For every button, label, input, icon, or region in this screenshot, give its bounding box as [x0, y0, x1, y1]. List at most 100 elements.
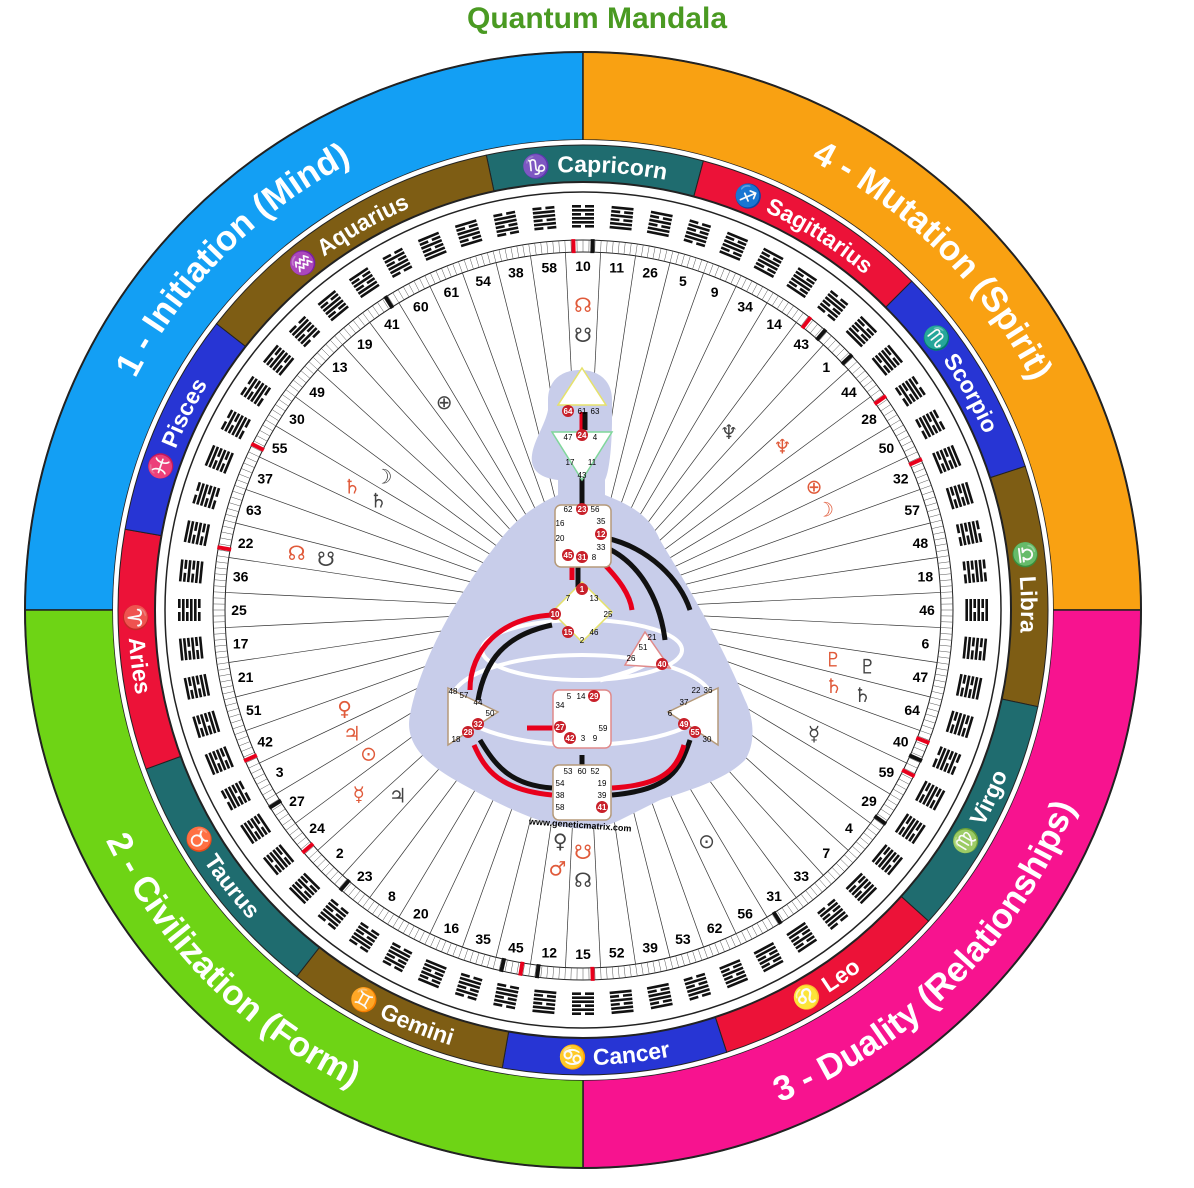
tick-mark: [917, 479, 930, 485]
tick-mark: [441, 940, 447, 952]
center-gate: 56: [591, 505, 600, 514]
tick-mark: [844, 854, 854, 864]
hexagram-line: [497, 982, 507, 988]
tick-mark: [321, 348, 331, 358]
hexagram-line: [366, 277, 376, 285]
tick-mark: [939, 644, 952, 647]
hexagram-line: [325, 904, 334, 913]
hexagram-line: [468, 223, 478, 229]
hexagram-line: [953, 712, 963, 735]
hexagram-line: [533, 221, 557, 227]
hexagram-line: [288, 325, 298, 334]
tick-mark: [938, 567, 951, 570]
tick-mark: [823, 875, 832, 885]
tick-mark: [866, 384, 877, 393]
hexagram-line: [300, 327, 318, 345]
hexagram-icon: [572, 992, 594, 1015]
hexagram-line: [505, 1005, 516, 1010]
tick-mark: [686, 952, 691, 965]
hexagram-line: [223, 746, 234, 768]
tick-mark: [214, 573, 227, 576]
tick-mark: [940, 633, 953, 635]
hexagram-line: [190, 637, 196, 660]
tick-mark: [835, 862, 845, 872]
hexagram-line: [957, 713, 967, 736]
hexagram-icon: [417, 231, 447, 261]
center-gate: 45: [564, 551, 573, 560]
tick-mark: [606, 967, 608, 980]
center-gate: 52: [591, 767, 600, 776]
hexagram-line: [196, 483, 205, 505]
hexagram-icon: [382, 942, 413, 973]
hexagram-line: [649, 1001, 660, 1006]
planet-glyph: ☋: [574, 840, 592, 864]
center-gate: 9: [593, 734, 598, 743]
hexagram-line: [918, 793, 926, 804]
tick-mark: [675, 955, 680, 968]
hexagram-line: [303, 890, 312, 899]
active-gate-dot: [576, 551, 588, 563]
center-gate: 19: [598, 779, 607, 788]
tick-mark: [278, 399, 289, 407]
channel: [477, 738, 553, 791]
gate-number: 12: [541, 944, 557, 960]
hexagram-line: [215, 487, 221, 498]
tick-mark: [227, 508, 239, 512]
hexagram-line: [359, 921, 369, 930]
tick-mark: [919, 485, 932, 490]
hexagram-line: [974, 637, 980, 660]
hexagram-line: [753, 942, 775, 955]
hexagram-line: [719, 250, 741, 261]
tick-mark: [516, 245, 520, 258]
tick-mark: [214, 644, 227, 647]
hexagram-line: [609, 225, 632, 231]
tick-mark: [293, 379, 303, 388]
center-gate: 16: [556, 519, 565, 528]
hexagram-line: [961, 483, 970, 505]
tick-mark: [419, 930, 425, 942]
center-gate: 2: [580, 636, 585, 645]
tick-mark: [325, 867, 335, 877]
hexagram-line: [384, 956, 405, 969]
tick-mark: [241, 468, 253, 474]
hexagram-line: [935, 747, 947, 770]
hexagram-line: [256, 813, 272, 834]
tick-mark: [387, 913, 395, 925]
hexagram-line: [660, 986, 670, 992]
hexagram-line: [948, 750, 954, 761]
hexagram-line: [661, 224, 671, 230]
gate-spoke: [275, 425, 532, 580]
hexagram-line: [955, 753, 962, 764]
hexagram-line: [353, 273, 374, 289]
tick-mark: [251, 768, 263, 774]
hexagram-line: [178, 612, 181, 621]
tick-mark: [664, 958, 668, 971]
tick-mark: [452, 263, 458, 276]
hexagram-line: [935, 788, 942, 798]
planet-glyph: ☿: [353, 782, 365, 806]
hexagram-line: [191, 534, 196, 544]
hexagram-line: [201, 523, 207, 533]
tick-mark: [352, 320, 361, 330]
gate-number: 28: [861, 411, 877, 427]
hexagram-line: [533, 219, 543, 223]
hexagram-line: [953, 498, 959, 509]
hexagram-line: [959, 687, 965, 697]
hexagram-line: [291, 318, 310, 337]
hexagram-line: [955, 524, 961, 534]
hexagram-line: [493, 1002, 503, 1007]
gate-number: 54: [475, 273, 491, 289]
hexagram-line: [317, 914, 327, 922]
center-gate: 12: [597, 530, 606, 539]
hexagram-line: [243, 822, 258, 842]
hexagram-line: [507, 997, 517, 1002]
hexagram-line: [459, 976, 482, 986]
tick-mark: [540, 242, 543, 255]
gate-number: 59: [879, 764, 895, 780]
gate-number: 47: [913, 669, 929, 685]
tick-mark: [725, 938, 731, 950]
hexagram-line: [902, 397, 910, 407]
hexagram-line: [532, 209, 555, 215]
hexagram-line: [921, 430, 928, 440]
